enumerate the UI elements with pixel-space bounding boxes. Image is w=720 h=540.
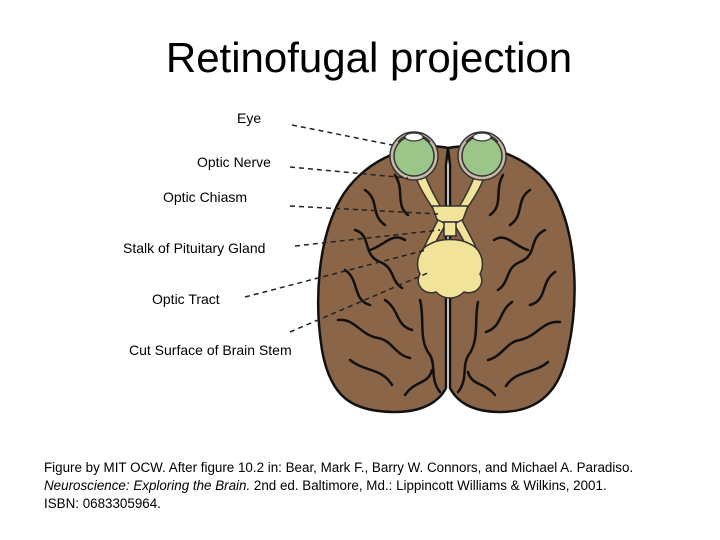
leader-optic-chiasm (289, 205, 439, 215)
caption-line-2: Neuroscience: Exploring the Brain. 2nd e… (44, 477, 694, 495)
left-hemisphere (316, 145, 450, 414)
pituitary-stalk-shape (443, 221, 457, 237)
leader-stalk (294, 229, 441, 247)
label-eye: Eye (237, 110, 262, 126)
optic-pathway (412, 171, 488, 299)
caption-line-2-rest: 2nd ed. Baltimore, Md.: Lippincott Willi… (250, 478, 607, 493)
right-hemisphere (446, 145, 576, 414)
figure-caption: Figure by MIT OCW. After figure 10.2 in:… (44, 459, 694, 513)
label-optic-chiasm: Optic Chiasm (163, 189, 248, 205)
eye-left (389, 131, 439, 181)
caption-line-3: ISBN: 0683305964. (44, 496, 161, 511)
label-optic-nerve: Optic Nerve (197, 154, 271, 170)
leader-optic-tract (244, 249, 427, 298)
label-optic-tract: Optic Tract (152, 291, 220, 307)
leader-cut-surface (289, 271, 431, 333)
leader-eye (291, 124, 393, 146)
leader-optic-nerve (289, 166, 409, 179)
eye-right (457, 131, 507, 181)
brain-sulci (336, 173, 562, 397)
caption-book-title: Neuroscience: Exploring the Brain. (44, 478, 251, 493)
label-stalk-pituitary: Stalk of Pituitary Gland (123, 240, 266, 256)
page-title: Retinofugal projection (165, 34, 573, 81)
label-cut-surface: Cut Surface of Brain Stem (129, 342, 292, 358)
caption-line-1: Figure by MIT OCW. After figure 10.2 in:… (44, 460, 634, 475)
brain-stem-cut-surface (416, 238, 484, 299)
brain (316, 145, 576, 414)
leader-lines (244, 124, 441, 333)
